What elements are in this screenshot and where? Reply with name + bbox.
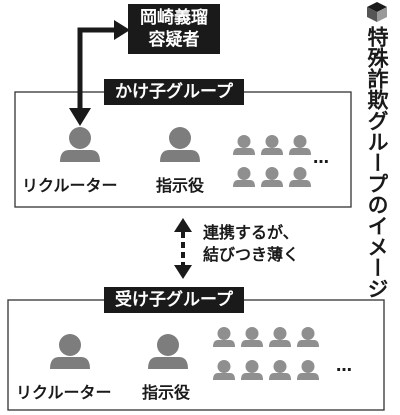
lower-members-person-icon [213, 327, 319, 380]
upper-ellipsis: … [313, 148, 330, 167]
lower-recruiter-label: リクルーター [16, 383, 112, 402]
suspect-name: 岡崎義瑠 [140, 8, 208, 28]
suspect-link-arrow-icon [77, 27, 118, 112]
upper-group-title: かけ子グループ [104, 79, 244, 105]
recruiter-person-icon [50, 334, 90, 369]
figure-title-line1: 特殊詐欺グループの [365, 26, 389, 215]
connection-note: 連携するが、 結びつき薄く [203, 222, 299, 266]
instructor-person-icon [148, 334, 188, 369]
group-link-dashed-arrow-icon [174, 218, 192, 279]
lower-group-title: 受け子グループ [104, 287, 244, 313]
lower-ellipsis: … [336, 356, 353, 375]
arrowhead-right-icon [114, 20, 130, 40]
suspect-box: 岡崎義瑠 容疑者 [128, 4, 220, 54]
upper-recruiter-label: リクルーター [22, 176, 118, 195]
suspect-title: 容疑者 [148, 30, 200, 50]
upper-members-person-icon [233, 135, 311, 187]
instructor-person-icon [160, 127, 200, 162]
figure-title: 特殊詐欺グループのイメージ [362, 26, 392, 299]
connection-line2: 結びつき薄く [203, 245, 300, 264]
upper-instructor-label: 指示役 [156, 176, 205, 195]
arrowhead-down-icon [69, 108, 91, 126]
connection-line1: 連携するが、 [203, 223, 299, 242]
lower-instructor-label: 指示役 [142, 383, 191, 402]
figure-title-line2: イメージ [365, 215, 389, 299]
recruiter-person-icon [60, 127, 100, 162]
cube-icon [367, 2, 387, 22]
